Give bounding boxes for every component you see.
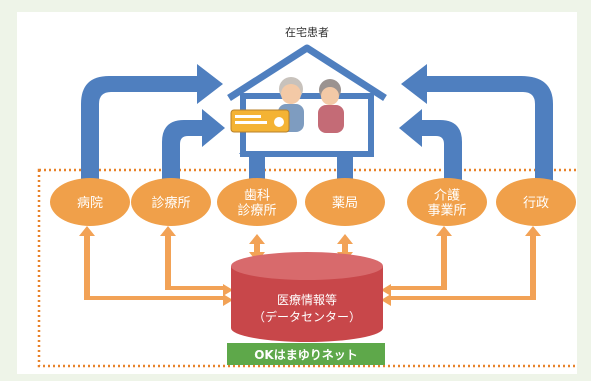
network-name-badge: OKはまゆりネット — [227, 343, 385, 365]
clinic-to-home-arrow — [162, 109, 225, 188]
data-exchange-arrows — [79, 226, 541, 306]
database-label-line2: （データセンター） — [253, 309, 361, 324]
node-hospital: 病院 — [50, 178, 130, 226]
hospital-to-home-arrow — [81, 64, 223, 188]
node-dental-clinic-label: 診療所 — [237, 203, 276, 219]
clinic-db-arrow — [160, 226, 233, 296]
network-diagram: 在宅患者 病院診療所歯科診療所薬局介護事業所行政 医療情報等 （データセンター） — [37, 25, 577, 368]
node-care-office-label: 事業所 — [427, 203, 466, 219]
provider-nodes: 病院診療所歯科診療所薬局介護事業所行政 — [50, 178, 576, 226]
node-pharmacy: 薬局 — [305, 178, 385, 226]
house-icon — [227, 44, 387, 157]
node-dental-clinic-shape — [217, 178, 297, 226]
elderly-couple-illustration — [230, 77, 344, 133]
data-center-database: 医療情報等 （データセンター） — [231, 252, 383, 342]
node-clinic: 診療所 — [131, 178, 211, 226]
network-boundary — [37, 168, 577, 368]
node-hospital-label: 病院 — [77, 196, 103, 211]
diagram-panel: 在宅患者 病院診療所歯科診療所薬局介護事業所行政 医療情報等 （データセンター） — [17, 12, 577, 374]
node-clinic-shape — [131, 178, 211, 226]
hospital-db-arrow — [79, 226, 233, 306]
node-hospital-shape — [50, 178, 130, 226]
node-clinic-label: 診療所 — [151, 195, 190, 211]
node-pharmacy-shape — [305, 178, 385, 226]
node-care-office-shape — [407, 178, 487, 226]
node-care-office-label: 介護 — [434, 188, 460, 204]
network-name: OKはまゆりネット — [254, 348, 358, 362]
node-government: 行政 — [496, 178, 576, 226]
database-label-line1: 医療情報等 — [277, 293, 337, 307]
node-dental-clinic-label: 歯科 — [244, 189, 270, 204]
node-government-shape — [496, 178, 576, 226]
node-government-label: 行政 — [523, 196, 549, 211]
care-db-arrow — [381, 226, 452, 296]
care-to-home-arrow — [399, 109, 462, 188]
government-to-home-arrow — [401, 64, 553, 188]
patient-home-label: 在宅患者 — [285, 25, 329, 39]
government-db-arrow — [381, 226, 541, 306]
node-pharmacy-label: 薬局 — [332, 196, 358, 211]
